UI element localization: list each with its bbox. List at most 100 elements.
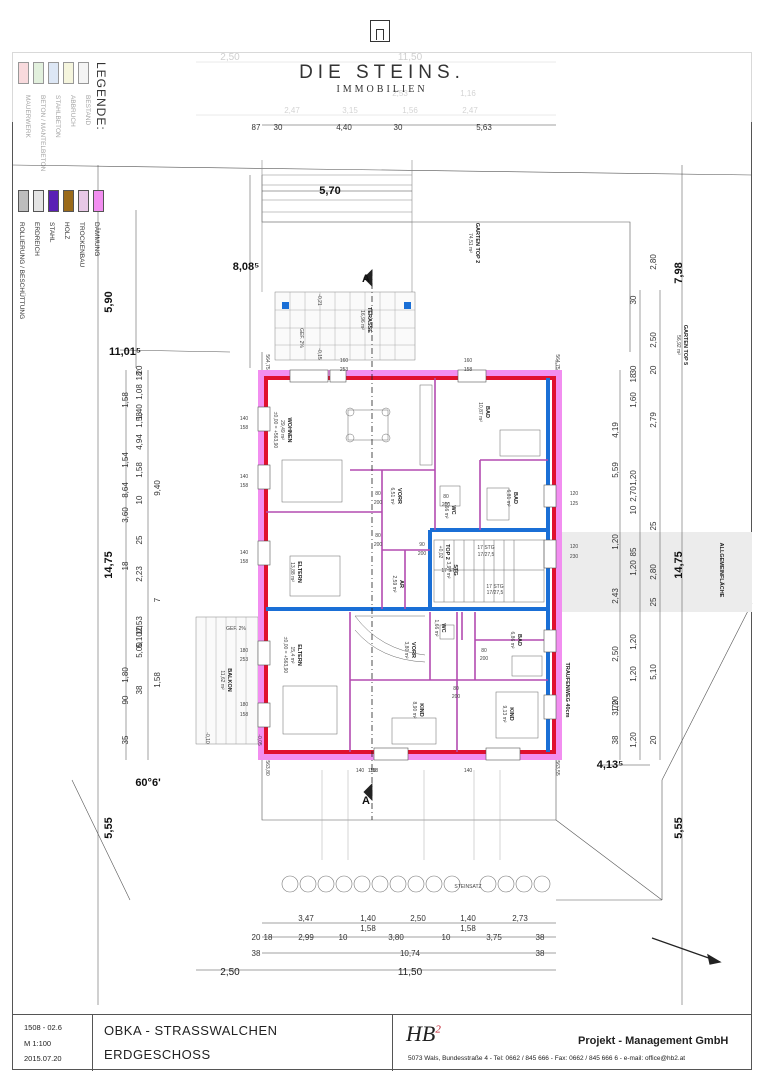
room-area: 6,81 m²: [505, 490, 511, 507]
legend-faded-label: ABBRUCH: [69, 95, 76, 127]
dim-top: 87: [252, 123, 261, 132]
dim-right-chain: 1,60: [629, 392, 638, 408]
dim-left-chain: 1,58: [121, 392, 130, 408]
dim-bottom: 2,99: [298, 933, 314, 942]
dim-top: 30: [274, 123, 283, 132]
door-size: 90: [419, 542, 425, 548]
door-size: 80: [375, 533, 381, 539]
dim-left-chain: 1,40: [135, 404, 144, 420]
room-area: 8,90 m²: [411, 702, 417, 719]
paving-label: STEINSATZ: [454, 884, 481, 890]
door-size: 80: [375, 491, 381, 497]
dim-left-chain: 4,94: [135, 434, 144, 450]
stair-label: 17 STG: [441, 568, 458, 574]
drain-marker: [282, 302, 289, 309]
legend-faded-label: STAHLBETON: [54, 95, 61, 138]
dim-right-chain: 1,20: [629, 732, 638, 748]
room-label: WC: [450, 505, 456, 514]
exterior-walls: [258, 370, 562, 760]
window-size: 158: [370, 768, 379, 774]
brand-logo-icon: [370, 20, 390, 42]
dim-right-side: 4,13⁵: [597, 759, 624, 771]
elevation-mark: -0,10: [204, 732, 210, 744]
room-label: STG: [452, 564, 458, 575]
floor-name: ERDGESCHOSS: [104, 1047, 211, 1062]
door-size: 200: [442, 502, 451, 508]
dim-bottom: 3,47: [298, 914, 314, 923]
dim-bottom: 1,40: [360, 914, 376, 923]
dim-left-chain: 9,40: [153, 480, 162, 496]
project-name: OBKA - STRASSWALCHEN: [104, 1023, 278, 1038]
dim-top: 4,40: [336, 123, 352, 132]
window-size: 160: [340, 358, 349, 364]
dim-bottom: 2,73: [512, 914, 528, 923]
dim-terrace-width: 5,70: [319, 185, 340, 197]
dim-left-chain: 25: [135, 535, 144, 544]
dim-right-chain: 5,59: [611, 462, 620, 478]
room-area: 16,96 m²: [359, 310, 365, 330]
dim-right-chain: 1,20: [611, 534, 620, 550]
legend-label: STAHL: [48, 222, 55, 243]
firm-name: Projekt - Management GmbH: [578, 1035, 729, 1047]
dim-right-chain: 25: [649, 521, 658, 530]
dim-bottom: 18: [264, 933, 273, 942]
elevation-mark: -0,15: [316, 348, 322, 360]
room-label: VORR: [396, 488, 402, 504]
dim-left-chain: 38: [135, 685, 144, 694]
room-area: 3,97 m²: [445, 562, 451, 579]
stone-paving: [281, 875, 551, 893]
legend-swatch-erdreich: [33, 190, 44, 212]
room-area: 6,86 m²: [509, 632, 515, 649]
dim-left-bottom: 5,55: [103, 817, 115, 838]
room-label: KIND: [418, 703, 424, 716]
door-size: 80: [443, 494, 449, 500]
room-area: +0,02: [437, 546, 443, 559]
dim-left-chain: 18: [135, 371, 144, 380]
title-block: 1508 - 02.6 M 1:100 2015.07.20 OBKA - ST…: [12, 1014, 752, 1071]
dim-left-11: 11,01⁵: [109, 346, 141, 358]
room-label: AR: [398, 580, 404, 588]
dim-left-chain: 1,58: [135, 412, 144, 428]
window-size: 180: [240, 702, 249, 708]
dim-left-chain: 2,53: [135, 616, 144, 632]
room-area: 3,80 m²: [403, 642, 409, 659]
dim-right-chain: 2,70: [629, 486, 638, 502]
windows: [257, 369, 557, 761]
stair-label: 17/27,5: [478, 552, 495, 558]
level-marker: 564,75: [554, 354, 560, 370]
dim-left-chain: 10: [135, 495, 144, 504]
dim-right-top: 7,98: [673, 262, 685, 283]
room-area: 74,51 m²: [467, 233, 473, 253]
dim-left-chain: 8,64: [121, 482, 130, 498]
dim-bottom: 10: [339, 933, 348, 942]
room-area: 29,49 m²: [279, 420, 285, 440]
dim-left-chain: 2,23: [135, 566, 144, 582]
staircase: [354, 539, 545, 663]
window-size: 158: [464, 367, 473, 373]
door-size: 200: [374, 500, 383, 506]
room-label: BAD: [484, 406, 490, 418]
dim-right-chain: 2,43: [611, 588, 620, 604]
dim-right-chain: 4,19: [611, 422, 620, 438]
room-label: VORR: [410, 642, 416, 658]
window-size: 180: [240, 648, 249, 654]
legend-label: ROLLIERUNG / BESCHÜTTUNG: [18, 222, 25, 320]
legend-swatch-faded: [18, 62, 29, 84]
dim-right-chain: 18: [629, 373, 638, 382]
room-label: BAD: [516, 634, 522, 646]
dim-bottom: 10: [442, 933, 451, 942]
north-arrow: [651, 937, 722, 965]
dim-left-main: 14,75: [103, 551, 115, 579]
dim-left-chain: 3,60: [121, 507, 130, 523]
elevation-mark: -0,05: [256, 734, 262, 746]
firm-logo: HB2: [406, 1021, 441, 1046]
slope-label: GEF. 2%: [226, 626, 246, 632]
dim-bottom-total: 11,50: [398, 967, 423, 978]
dim-bottom: 38: [536, 933, 545, 942]
room-level: ±0,00 = +563,90: [282, 637, 288, 674]
dim-right-chain: 1,20: [629, 666, 638, 682]
drain-marker: [404, 302, 411, 309]
room-label: TRAUFENWEG 40cm: [564, 662, 570, 717]
room-label: WC: [440, 623, 446, 632]
dim-left-chain: 7: [153, 597, 162, 602]
